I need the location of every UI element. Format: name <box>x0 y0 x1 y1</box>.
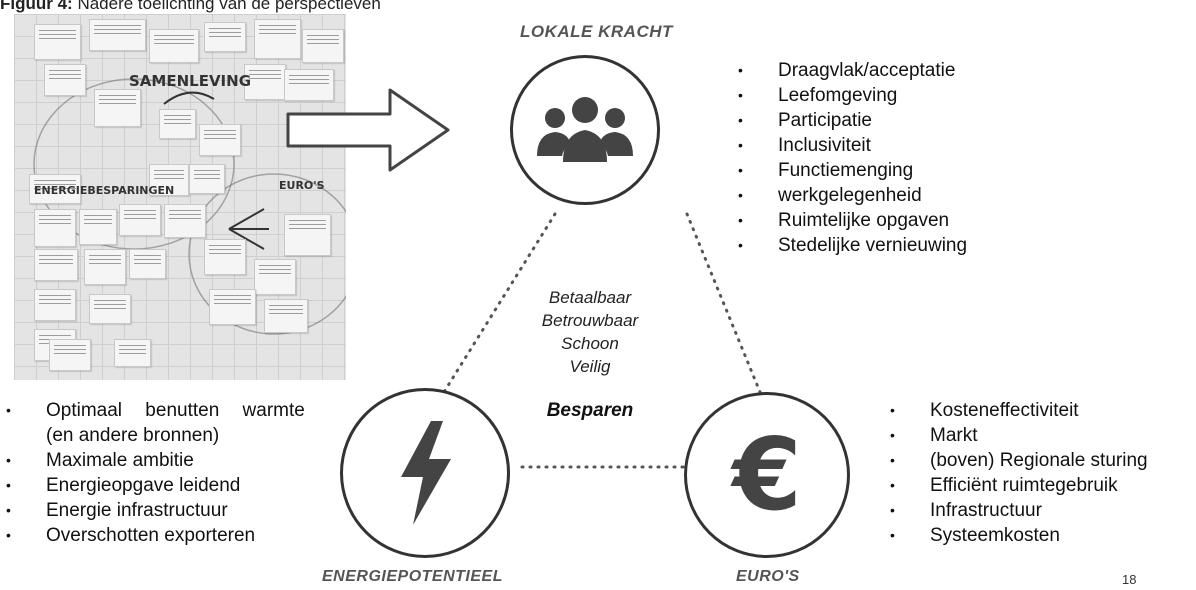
lokale-kracht-heading: LOKALE KRACHT <box>520 22 673 41</box>
photo-caption-euros: EURO'S <box>279 179 325 192</box>
list-item: Optimaal benutten warmte <box>0 398 356 423</box>
people-group-icon <box>537 97 633 162</box>
list-item-text: (en andere bronnen) <box>46 425 220 446</box>
list-item-text: Optimaal benutten warmte <box>46 400 305 421</box>
center-value: Betaalbaar <box>548 288 632 307</box>
figure-label: Figuur 4: <box>0 0 73 13</box>
center-emphasis: Besparen <box>546 400 634 421</box>
figure-title: Figuur 4: Nadere toelichting van de pers… <box>0 0 381 14</box>
euro-icon: € <box>732 416 802 533</box>
lokale-kracht-circle <box>510 55 660 205</box>
list-item: Stedelijke vernieuwing <box>732 233 967 258</box>
center-value: Schoon <box>561 334 619 353</box>
list-item: (boven) Regionale sturing <box>884 448 1148 473</box>
list-item: Maximale ambitie <box>0 448 356 473</box>
list-item: Inclusiviteit <box>732 133 967 158</box>
photo-caption-energiebesparingen: ENERGIEBESPARINGEN <box>34 184 175 197</box>
euros-heading: EURO'S <box>736 568 800 585</box>
list-item: Draagvlak/acceptatie <box>732 58 967 83</box>
center-value: Betrouwbaar <box>541 311 639 330</box>
list-item: Infrastructuur <box>884 498 1148 523</box>
list-item-continuation: (en andere bronnen) <box>0 423 356 448</box>
energiepotentieel-list: Optimaal benutten warmte (en andere bron… <box>0 398 356 548</box>
whiteboard-photo: SAMENLEVING ENERGIEBESPARINGEN EURO'S <box>14 14 346 380</box>
euros-circle: € <box>684 392 850 558</box>
list-item: Functiemenging <box>732 158 967 183</box>
list-item: Energie infrastructuur <box>0 498 356 523</box>
lokale-kracht-list: Draagvlak/acceptatie Leefomgeving Partic… <box>732 58 967 258</box>
page-number: 18 <box>1122 572 1137 587</box>
list-item: Systeemkosten <box>884 523 1148 548</box>
whiteboard-sketch-lines <box>33 78 346 335</box>
list-item: Participatie <box>732 108 967 133</box>
list-item: Energieopgave leidend <box>0 473 356 498</box>
list-item: Ruimtelijke opgaven <box>732 208 967 233</box>
photo-caption-samenleving: SAMENLEVING <box>129 72 251 90</box>
energiepotentieel-heading: ENERGIEPOTENTIEEL <box>322 568 503 585</box>
list-item: Kosteneffectiviteit <box>884 398 1148 423</box>
center-value: Veilig <box>569 357 611 376</box>
list-item: Efficiënt ruimtegebruik <box>884 473 1148 498</box>
list-item: Overschotten exporteren <box>0 523 356 548</box>
center-values: Betaalbaar Betrouwbaar Schoon Veilig <box>525 286 655 378</box>
arrow-right-icon <box>286 88 450 172</box>
euros-list: Kosteneffectiviteit Markt (boven) Region… <box>884 398 1148 548</box>
list-item: Leefomgeving <box>732 83 967 108</box>
energiepotentieel-circle <box>340 388 510 558</box>
lightning-bolt-icon <box>401 421 451 525</box>
list-item: Markt <box>884 423 1148 448</box>
figure-title-text: Nadere toelichting van de perspectieven <box>77 0 381 13</box>
list-item: werkgelegenheid <box>732 183 967 208</box>
